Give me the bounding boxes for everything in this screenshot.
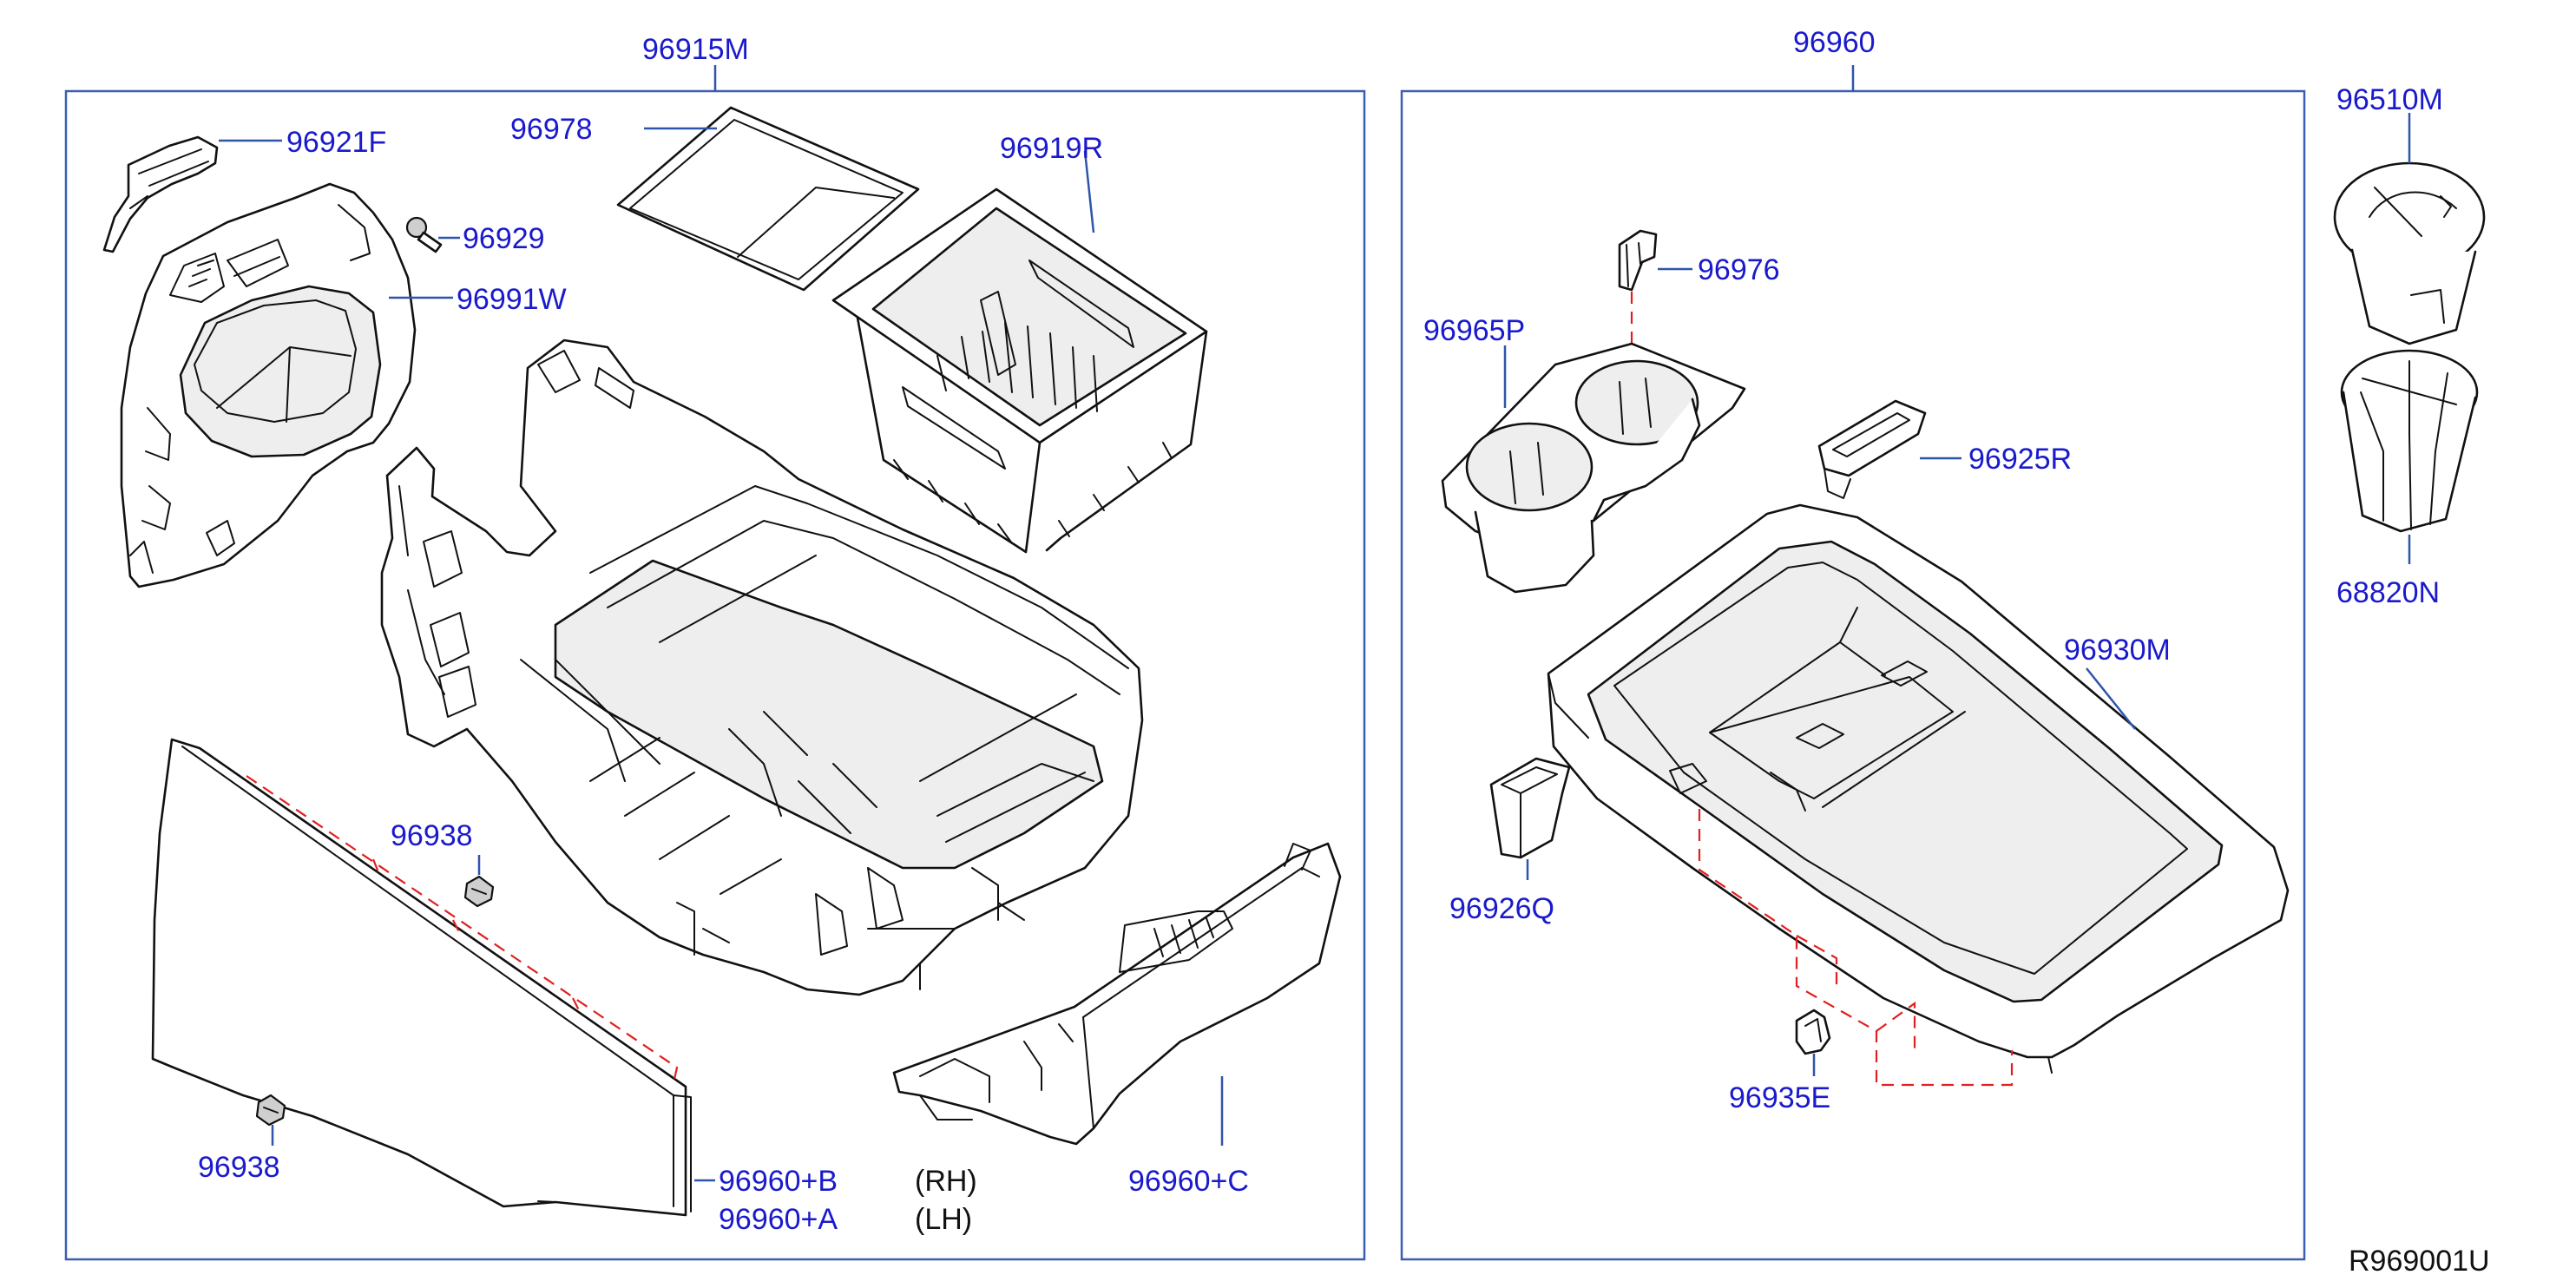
side-rh: (RH) (915, 1165, 977, 1198)
label-96991w[interactable]: 96991W (457, 283, 567, 316)
label-96938-upper[interactable]: 96938 (391, 819, 473, 852)
cup-96510m-part (2333, 161, 2486, 345)
left-assembly-label[interactable]: 96915M (642, 33, 749, 66)
label-96965p[interactable]: 96965P (1423, 314, 1525, 347)
tray-96925r-part (1817, 399, 1927, 499)
console-top-96930m-part (1547, 503, 2290, 1074)
front-panel-96991w-part (120, 182, 417, 588)
plug-96976-part (1618, 229, 1658, 292)
label-96921f[interactable]: 96921F (286, 126, 386, 159)
right-assembly-label[interactable]: 96960 (1793, 26, 1876, 59)
side-panel-96960ab-part (151, 738, 692, 1217)
label-96930m[interactable]: 96930M (2064, 634, 2171, 667)
diagram-id: R969001U (2349, 1245, 2490, 1278)
label-68820n[interactable]: 68820N (2336, 576, 2440, 609)
end-cap-96960c-part (892, 842, 1342, 1146)
cup-68820n-part (2340, 349, 2479, 533)
clip-96935e-part (1795, 1009, 1831, 1055)
cup-holder-96965p-part (1441, 342, 1746, 594)
label-96960a[interactable]: 96960+A (719, 1203, 838, 1236)
label-96976[interactable]: 96976 (1698, 253, 1780, 286)
clip-96938-lower-part (255, 1094, 286, 1127)
pin-96929-part (405, 216, 443, 253)
label-96935e[interactable]: 96935E (1729, 1081, 1830, 1114)
label-96938-lower[interactable]: 96938 (198, 1151, 280, 1184)
label-96978[interactable]: 96978 (510, 113, 593, 146)
clip-96938-upper-part (463, 875, 495, 908)
label-96510m[interactable]: 96510M (2336, 83, 2443, 116)
label-96925r[interactable]: 96925R (1968, 443, 2072, 476)
clip-96921f-part (102, 135, 219, 253)
label-96919r[interactable]: 96919R (1000, 132, 1103, 165)
mat-96978-part (616, 106, 920, 292)
label-96960c[interactable]: 96960+C (1128, 1165, 1249, 1198)
label-96960b[interactable]: 96960+B (719, 1165, 838, 1198)
label-96929[interactable]: 96929 (463, 222, 545, 255)
pocket-96926q-part (1489, 757, 1571, 859)
label-96926q[interactable]: 96926Q (1449, 892, 1554, 925)
tray-96919r-part (831, 187, 1208, 554)
console-body-part (380, 338, 1144, 996)
side-lh: (LH) (915, 1203, 972, 1236)
